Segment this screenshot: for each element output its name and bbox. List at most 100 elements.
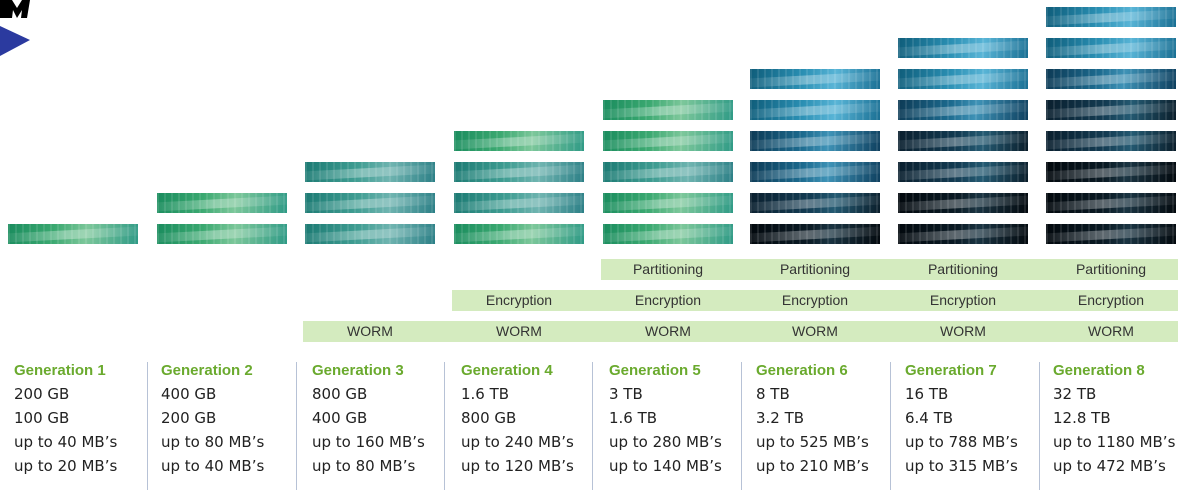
column-separator [444,362,445,490]
column-separator [592,362,593,490]
compressed-capacity: 100 GB [14,409,70,427]
generation-title: Generation 4 [461,362,553,379]
transfer-rate-a: up to 525 MB’s [756,433,869,451]
generation-column: Generation 3 800 GB 400 GB up to 160 MB’s up… [312,360,452,478]
capacity-block [603,193,733,213]
capacity-block [898,100,1028,120]
compressed-capacity: 400 GB [312,409,368,427]
capacity-block [1046,224,1176,244]
brand-logo-icon [0,0,30,56]
generation-title: Generation 6 [756,362,848,379]
capacity-block [750,100,880,120]
capacity-block [157,224,287,244]
capacity-block [8,224,138,244]
native-capacity: 3 TB [609,385,643,403]
column-separator [741,362,742,490]
compressed-capacity: 6.4 TB [905,409,954,427]
transfer-rate-b: up to 315 MB’s [905,457,1018,475]
compressed-capacity: 1.6 TB [609,409,658,427]
native-capacity: 16 TB [905,385,949,403]
generation-column: Generation 7 16 TB 6.4 TB up to 788 MB’s up … [905,360,1045,478]
partitioning-label: Partitioning [1075,261,1147,277]
worm-label: WORM [1088,323,1134,339]
native-capacity: 32 TB [1053,385,1097,403]
transfer-rate-a: up to 240 MB’s [461,433,574,451]
encryption-label: Encryption [485,292,553,308]
column-separator [296,362,297,490]
column-separator [890,362,891,490]
transfer-rate-b: up to 80 MB’s [312,457,416,475]
encryption-label: Encryption [634,292,702,308]
capacity-block [898,38,1028,58]
capacity-block [750,162,880,182]
capacity-block [603,224,733,244]
generation-title: Generation 1 [14,362,106,379]
capacity-block [603,162,733,182]
native-capacity: 800 GB [312,385,368,403]
capacity-block [1046,100,1176,120]
native-capacity: 8 TB [756,385,790,403]
native-capacity: 1.6 TB [461,385,510,403]
transfer-rate-b: up to 40 MB’s [161,457,265,475]
capacity-block [454,224,584,244]
generation-column: Generation 6 8 TB 3.2 TB up to 525 MB’s up t… [756,360,896,478]
partitioning-band: Partitioning Partitioning Partitioning Part… [601,259,1178,280]
worm-label: WORM [792,323,838,339]
capacity-block [454,193,584,213]
worm-label: WORM [496,323,542,339]
transfer-rate-b: up to 472 MB’s [1053,457,1166,475]
generation-title: Generation 8 [1053,362,1145,379]
capacity-block [898,69,1028,89]
native-capacity: 400 GB [161,385,217,403]
capacity-block [898,131,1028,151]
worm-label: WORM [940,323,986,339]
generation-title: Generation 7 [905,362,997,379]
capacity-block [454,162,584,182]
generation-column: Generation 1 200 GB 100 GB up to 40 MB’s up … [14,360,154,478]
generation-title: Generation 5 [609,362,701,379]
capacity-block [1046,69,1176,89]
capacity-block [750,193,880,213]
compressed-capacity: 12.8 TB [1053,409,1111,427]
transfer-rate-b: up to 20 MB’s [14,457,118,475]
partitioning-label: Partitioning [632,261,704,277]
capacity-block [1046,162,1176,182]
capacity-block [1046,131,1176,151]
capacity-block [157,193,287,213]
partitioning-label: Partitioning [779,261,851,277]
capacity-block [1046,193,1176,213]
transfer-rate-a: up to 80 MB’s [161,433,265,451]
capacity-block [898,193,1028,213]
native-capacity: 200 GB [14,385,70,403]
transfer-rate-a: up to 1180 MB’s [1053,433,1176,451]
generation-column: Generation 8 32 TB 12.8 TB up to 1180 MB’s u… [1053,360,1190,478]
generation-stacks [0,0,1190,250]
generation-column: Generation 5 3 TB 1.6 TB up to 280 MB’s up t… [609,360,749,478]
transfer-rate-a: up to 40 MB’s [14,433,118,451]
transfer-rate-a: up to 160 MB’s [312,433,425,451]
compressed-capacity: 200 GB [161,409,217,427]
transfer-rate-a: up to 280 MB’s [609,433,722,451]
generation-column: Generation 4 1.6 TB 800 GB up to 240 MB’s up… [461,360,601,478]
generation-title: Generation 3 [312,362,404,379]
capacity-block [305,162,435,182]
transfer-rate-b: up to 210 MB’s [756,457,869,475]
transfer-rate-b: up to 140 MB’s [609,457,722,475]
capacity-block [603,131,733,151]
capacity-block [454,131,584,151]
capacity-block [898,162,1028,182]
capacity-block [750,69,880,89]
transfer-rate-b: up to 120 MB’s [461,457,574,475]
capacity-block [305,193,435,213]
compressed-capacity: 3.2 TB [756,409,805,427]
compressed-capacity: 800 GB [461,409,517,427]
capacity-block [750,131,880,151]
capacity-block [898,224,1028,244]
column-separator [1039,362,1040,490]
worm-label: WORM [645,323,691,339]
partitioning-label: Partitioning [927,261,999,277]
transfer-rate-a: up to 788 MB’s [905,433,1018,451]
generation-title: Generation 2 [161,362,253,379]
